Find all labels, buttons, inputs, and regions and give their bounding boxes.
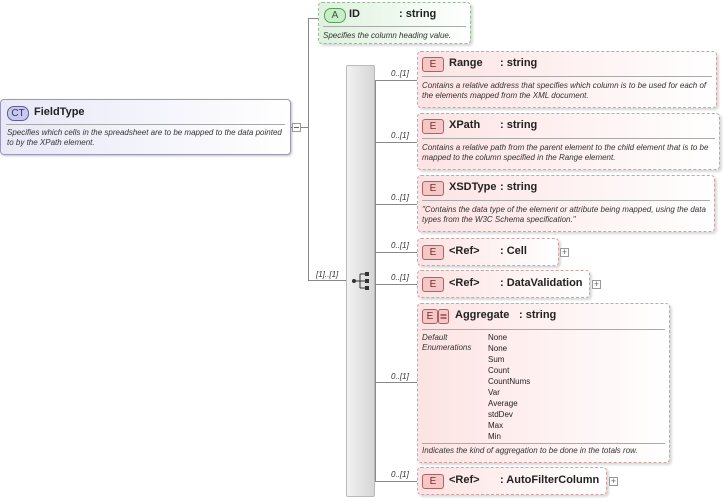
connector-elem-2 xyxy=(375,142,417,143)
complex-type-name: FieldType xyxy=(34,106,85,118)
element-xpath-divider xyxy=(422,138,715,139)
element-xpath-type: : string xyxy=(500,119,538,131)
connector-elem-6 xyxy=(375,382,417,383)
connector-to-sequence xyxy=(308,280,346,281)
element-ref-autofiltercolumn-name: <Ref> xyxy=(449,474,480,486)
complex-type-collapse-toggle[interactable] xyxy=(292,123,301,132)
element-ref-autofiltercolumn-cardinality: 0..[1] xyxy=(391,470,409,479)
attribute-badge: A xyxy=(324,8,346,23)
element-badge: E xyxy=(422,57,444,72)
element-xpath[interactable]: E XPath : string Contains a relative pat… xyxy=(417,113,720,170)
attribute-type: : string xyxy=(399,8,437,20)
connector-to-attribute xyxy=(308,18,318,19)
element-xsdtype[interactable]: E XSDType : string "Contains the data ty… xyxy=(417,175,715,232)
element-xpath-name: XPath xyxy=(449,119,481,131)
element-range-cardinality: 0..[1] xyxy=(391,69,409,78)
connector-elem-1 xyxy=(375,80,417,81)
element-badge: E xyxy=(422,309,438,324)
connector-seq-to-elements xyxy=(375,80,376,482)
element-ref-datavalidation-name: <Ref> xyxy=(449,277,480,289)
element-ref-cell-name: <Ref> xyxy=(449,245,480,257)
element-ref-cell-cardinality: 0..[1] xyxy=(391,241,409,250)
default-label: Default xyxy=(422,333,448,342)
attribute-id[interactable]: A ID : string Specifies the column headi… xyxy=(318,2,471,44)
enumeration-value: Var xyxy=(488,388,500,397)
connector-elem-3 xyxy=(375,204,417,205)
element-ref-datavalidation-cardinality: 0..[1] xyxy=(391,273,409,282)
element-ref-cell-type: : Cell xyxy=(500,245,527,257)
element-ref-datavalidation-expand-toggle[interactable]: + xyxy=(592,279,601,289)
enumeration-value: Count xyxy=(488,366,510,375)
element-aggregate-divider xyxy=(422,329,665,330)
element-aggregate-divider-bottom xyxy=(422,443,665,444)
element-xsdtype-name: XSDType xyxy=(449,181,497,193)
sequence-cardinality: [1]..[1] xyxy=(316,270,339,279)
enumeration-value: Max xyxy=(488,421,504,430)
element-xsdtype-type: : string xyxy=(500,181,538,193)
connector-elem-7 xyxy=(375,481,417,482)
complex-type-divider xyxy=(6,124,285,125)
element-aggregate-description: Indicates the kind of aggregation to be … xyxy=(422,446,638,455)
element-xpath-description: Contains a relative path from the parent… xyxy=(422,143,709,162)
element-range[interactable]: E Range : string Contains a relative add… xyxy=(417,51,717,108)
element-xsdtype-cardinality: 0..[1] xyxy=(391,193,409,202)
element-range-type: : string xyxy=(500,57,538,69)
sequence-icon xyxy=(352,272,369,290)
enumerations-label: Enumerations xyxy=(422,343,472,352)
element-ref-autofiltercolumn-type: : AutoFilterColumn xyxy=(500,474,600,486)
enumeration-value: stdDev xyxy=(488,410,513,419)
element-badge: E xyxy=(422,245,444,260)
default-value: None xyxy=(488,333,508,342)
element-aggregate-name: Aggregate xyxy=(455,309,510,321)
element-xsdtype-divider xyxy=(422,200,710,201)
element-badge: E xyxy=(422,119,444,134)
complex-type-description: Specifies which cells in the spreadsheet… xyxy=(7,128,282,147)
element-ref-autofiltercolumn-expand-toggle[interactable]: + xyxy=(609,476,618,486)
enumeration-value: Average xyxy=(488,399,518,408)
connector-trunk xyxy=(308,18,309,281)
enumeration-value: Sum xyxy=(488,355,505,364)
element-xsdtype-description: "Contains the data type of the element o… xyxy=(422,205,706,224)
connector-elem-5 xyxy=(375,284,417,285)
element-ref-cell[interactable]: E <Ref> : Cell xyxy=(417,238,559,266)
attribute-divider xyxy=(323,26,466,27)
element-aggregate-type: : string xyxy=(519,309,557,321)
connector-elem-4 xyxy=(375,252,417,253)
attribute-description: Specifies the column heading value. xyxy=(323,31,452,40)
element-ref-cell-expand-toggle[interactable]: + xyxy=(560,247,569,257)
enumeration-value: CountNums xyxy=(488,377,531,386)
enumeration-icon xyxy=(438,309,449,324)
element-ref-datavalidation[interactable]: E <Ref> : DataValidation xyxy=(417,270,590,298)
element-range-name: Range xyxy=(449,57,483,69)
element-range-divider xyxy=(422,76,712,77)
element-aggregate[interactable]: E Aggregate : string Default Enumeration… xyxy=(417,303,670,463)
element-badge: E xyxy=(422,181,444,196)
enumeration-value: None xyxy=(488,344,508,353)
element-badge: E xyxy=(422,474,444,489)
element-range-description: Contains a relative address that specifi… xyxy=(422,81,707,100)
element-badge: E xyxy=(422,277,444,292)
element-ref-datavalidation-type: : DataValidation xyxy=(500,277,583,289)
enumeration-value: Min xyxy=(488,432,501,441)
element-aggregate-cardinality: 0..[1] xyxy=(391,372,409,381)
complex-type-fieldtype[interactable]: CT FieldType Specifies which cells in th… xyxy=(0,99,291,155)
attribute-name: ID xyxy=(349,8,360,20)
element-ref-autofiltercolumn[interactable]: E <Ref> : AutoFilterColumn xyxy=(417,467,607,495)
complex-type-badge: CT xyxy=(7,106,29,121)
element-xpath-cardinality: 0..[1] xyxy=(391,131,409,140)
